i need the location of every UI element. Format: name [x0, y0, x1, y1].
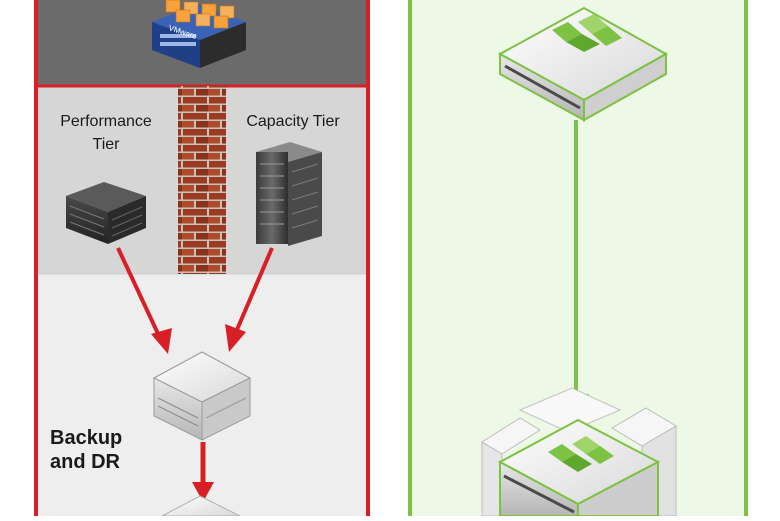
capacity-to-backup-arrow	[225, 247, 274, 352]
backup-dr-label: Backup and DR	[50, 426, 122, 474]
backup-server-icon	[152, 351, 252, 441]
performance-tier-label-line1: Performance	[60, 113, 152, 130]
performance-tier-label-line2: Tier	[92, 136, 120, 153]
brick-wall	[178, 86, 226, 274]
performance-to-backup-arrow	[116, 247, 172, 354]
capacity-tier-rack-icon	[256, 142, 322, 246]
performance-tier-server-icon	[66, 182, 146, 244]
capacity-tier-label: Capacity Tier	[246, 113, 340, 130]
vmware-host-icon: VMware	[152, 0, 246, 68]
backup-dr-label-line1: Backup	[50, 427, 123, 449]
hyperconverged-node-icon	[497, 6, 669, 122]
performance-tier-label: Performance Tier	[52, 110, 160, 156]
simplivity-logo-icon	[548, 436, 614, 472]
backup-dr-label-line2: and DR	[50, 451, 120, 473]
backup-to-dr-arrow	[192, 442, 214, 502]
simplivity-logo-icon	[552, 14, 622, 52]
legacy-border	[34, 0, 370, 521]
